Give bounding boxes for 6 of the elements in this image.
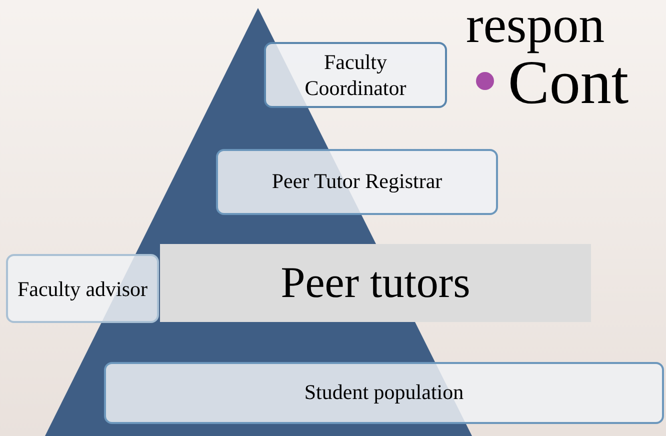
role-box: Faculty Coordinator [264, 42, 447, 108]
role-box: Student population [104, 362, 664, 424]
role-banner: Peer tutors [160, 244, 591, 322]
role-box: Peer Tutor Registrar [216, 149, 498, 215]
role-box: Faculty advisor [6, 254, 159, 323]
slide-heading-fragment: respon [466, 0, 605, 54]
